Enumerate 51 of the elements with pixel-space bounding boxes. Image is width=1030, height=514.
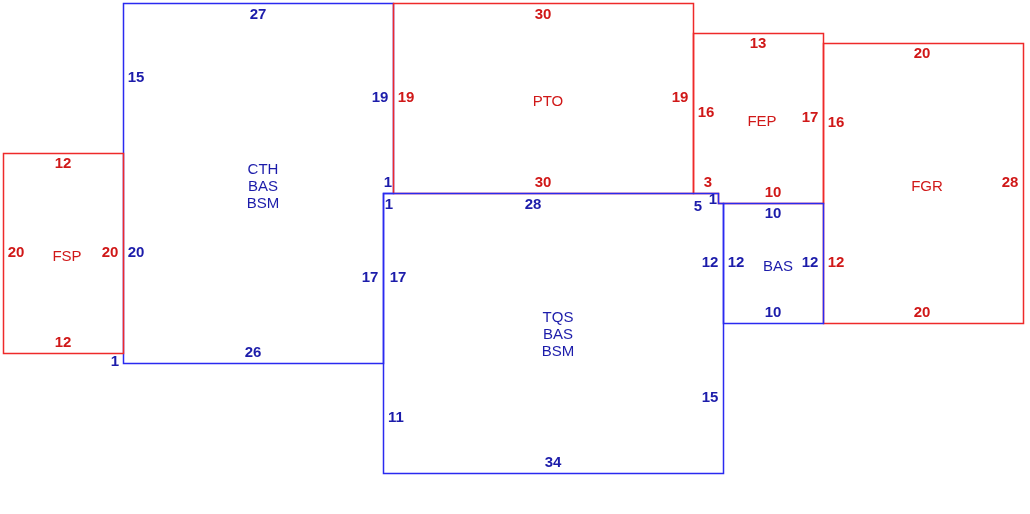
dimension-label: 20 xyxy=(913,46,931,60)
room-label: CTH BAS BSM xyxy=(245,159,281,211)
dimension-label: 17 xyxy=(801,110,819,124)
dimension-label: 30 xyxy=(534,175,552,189)
room-label: FSP xyxy=(51,246,83,264)
dimension-label: 17 xyxy=(389,270,407,284)
room-outline xyxy=(3,153,124,354)
dimension-label: 12 xyxy=(54,335,72,349)
room-outline xyxy=(823,43,1024,324)
dimension-label: 12 xyxy=(801,255,819,269)
dimension-label: 19 xyxy=(371,90,389,104)
dimension-label: 13 xyxy=(749,36,767,50)
dimension-label: 20 xyxy=(913,305,931,319)
dimension-label: 15 xyxy=(701,390,719,404)
dimension-label: 1 xyxy=(110,354,120,368)
dimension-label: 19 xyxy=(397,90,415,104)
dimension-label: 16 xyxy=(827,115,845,129)
dimension-label: 30 xyxy=(534,7,552,21)
dimension-label: 20 xyxy=(7,245,25,259)
dimension-label: 17 xyxy=(361,270,379,284)
room-outline xyxy=(393,3,694,194)
room-label: PTO xyxy=(531,91,565,109)
dimension-label: 5 xyxy=(693,199,703,213)
dimension-label: 12 xyxy=(54,156,72,170)
dimension-label: 20 xyxy=(101,245,119,259)
dimension-label: 28 xyxy=(524,197,542,211)
dimension-label: 16 xyxy=(697,105,715,119)
room-label: FEP xyxy=(746,111,778,129)
dimension-label: 15 xyxy=(127,70,145,84)
dimension-label: 11 xyxy=(388,410,404,424)
dimension-label: 10 xyxy=(764,206,782,220)
dimension-label: 10 xyxy=(764,185,782,199)
room-label: BAS xyxy=(762,256,794,274)
dimension-label: 3 xyxy=(703,175,713,189)
room-outline xyxy=(723,203,824,324)
dimension-label: 19 xyxy=(671,90,689,104)
room-label: FGR xyxy=(910,176,944,194)
dimension-label: 20 xyxy=(127,245,145,259)
room-label: TQS BAS BSM xyxy=(540,307,576,359)
dimension-label: 1 xyxy=(708,192,718,206)
dimension-label: 12 xyxy=(701,255,719,269)
dimension-label: 27 xyxy=(249,7,267,21)
dimension-label: 12 xyxy=(727,255,745,269)
dimension-label: 1 xyxy=(384,197,394,211)
dimension-label: 26 xyxy=(244,345,262,359)
dimension-label: 1 xyxy=(383,175,393,189)
dimension-label: 12 xyxy=(827,255,845,269)
dimension-label: 10 xyxy=(764,305,782,319)
dimension-label: 34 xyxy=(544,455,562,469)
room-outline xyxy=(383,193,724,474)
dimension-label: 28 xyxy=(1001,175,1019,189)
